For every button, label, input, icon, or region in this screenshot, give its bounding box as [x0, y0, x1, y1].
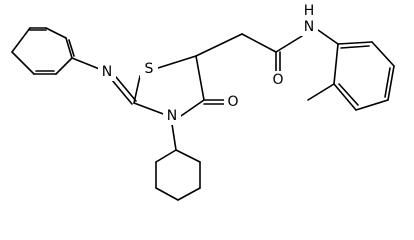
bond-phenyl-6	[11, 51, 35, 75]
bond-tolyl-4	[355, 99, 389, 111]
bond-tolyl-1	[337, 41, 373, 45]
bond-phenyl-2	[45, 27, 67, 39]
atom-oxygen-ring: O	[227, 94, 238, 110]
atom-sulfur: S	[145, 61, 154, 77]
bond-tolyl-1b	[340, 45, 370, 49]
bond-phenyl-3b	[68, 39, 75, 57]
bond-cy-4	[155, 187, 179, 201]
bond-s-c5	[157, 55, 197, 69]
molecule-structure: S N N O O N H	[11, 3, 395, 201]
atom-oxygen-amide: O	[272, 72, 283, 88]
bond-phenyl-7	[11, 27, 31, 53]
bond-tolyl-6	[333, 43, 339, 85]
bond-tolyl-3b	[384, 67, 391, 98]
bond-c5-c4	[195, 55, 205, 101]
bond-phenyl-3	[65, 37, 73, 59]
bond-c5-ch2	[195, 33, 243, 57]
bond-n-tolyl	[317, 29, 339, 45]
bond-tolyl-5	[333, 83, 357, 111]
bond-ch2-co	[241, 33, 277, 53]
bond-c4-n3	[177, 99, 205, 119]
bond-tolyl-2	[371, 41, 395, 67]
atom-labels: S N N O O N H	[98, 3, 318, 125]
bond-co-n	[275, 35, 303, 53]
bond-imine-2	[115, 76, 137, 102]
bond-cy-3	[177, 187, 201, 201]
bond-methyl	[307, 83, 335, 101]
bonds	[11, 27, 395, 201]
bond-c2-s	[133, 75, 141, 104]
bond-tolyl-5b	[338, 83, 359, 106]
bond-cy-6	[155, 149, 177, 163]
atom-hydrogen-amide: H	[304, 3, 315, 19]
atom-nitrogen-ring: N	[167, 108, 177, 124]
atom-nitrogen-imine: N	[102, 64, 112, 80]
bond-n3-cy	[171, 123, 177, 151]
bond-phenyl-4	[55, 57, 73, 75]
bond-n3-c2	[133, 102, 167, 116]
bond-imine-1	[111, 79, 133, 105]
atom-nitrogen-amide: N	[304, 19, 314, 35]
bond-phenyl-n	[71, 57, 103, 71]
bond-tolyl-3	[387, 65, 395, 101]
bond-cy-1	[175, 149, 201, 163]
